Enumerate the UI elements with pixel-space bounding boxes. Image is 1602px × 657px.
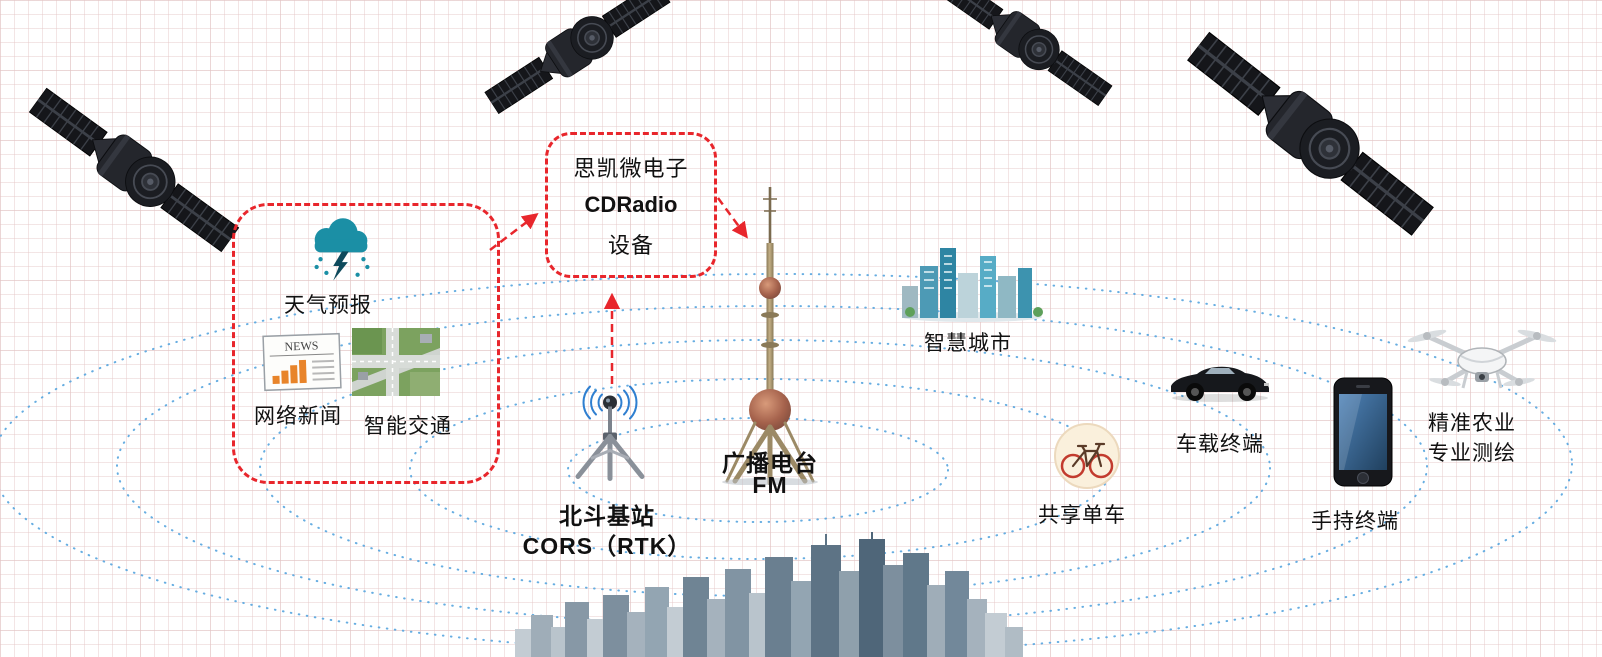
- satellite-icon: [5, 56, 262, 285]
- weather-label: 天气预报: [284, 294, 372, 317]
- vehicle-icon: [1165, 352, 1275, 404]
- vehicle-label: 车载终端: [1176, 433, 1264, 456]
- satellite-icon: [466, 0, 689, 143]
- shared-bike-icon: [1052, 422, 1122, 490]
- cdradio-device-label: 设备: [607, 232, 654, 258]
- handheld-phone-icon: [1332, 376, 1394, 488]
- news-icon: NEWS: [262, 330, 342, 394]
- tower-subtitle: FM: [752, 472, 788, 498]
- weather-forecast-icon: [303, 210, 381, 284]
- cdradio-company-label: 思凯微电子: [573, 155, 689, 181]
- station-subtitle: CORS（RTK）: [522, 533, 692, 559]
- smart-city-label: 智慧城市: [924, 332, 1012, 355]
- broadcast-tower-icon: [705, 185, 835, 485]
- satellite-icon: [1158, 0, 1464, 273]
- cdradio-product-label: CDRadio: [584, 192, 678, 217]
- traffic-label: 智能交通: [364, 415, 452, 438]
- smart-city-icon: [900, 228, 1045, 323]
- agriculture-label: 精准农业: [1428, 412, 1516, 435]
- cdradio-device-box: 思凯微电子 CDRadio 设备: [545, 132, 717, 278]
- news-masthead-text: NEWS: [284, 338, 318, 353]
- handheld-label: 手持终端: [1311, 510, 1399, 533]
- station-title: 北斗基站: [559, 503, 655, 529]
- traffic-map-icon: [352, 328, 440, 396]
- surveying-label: 专业测绘: [1428, 442, 1516, 465]
- shared-bike-label: 共享单车: [1038, 504, 1126, 527]
- satellite-icon: [920, 0, 1131, 133]
- base-station-icon: [558, 378, 662, 484]
- drone-icon: [1405, 316, 1560, 401]
